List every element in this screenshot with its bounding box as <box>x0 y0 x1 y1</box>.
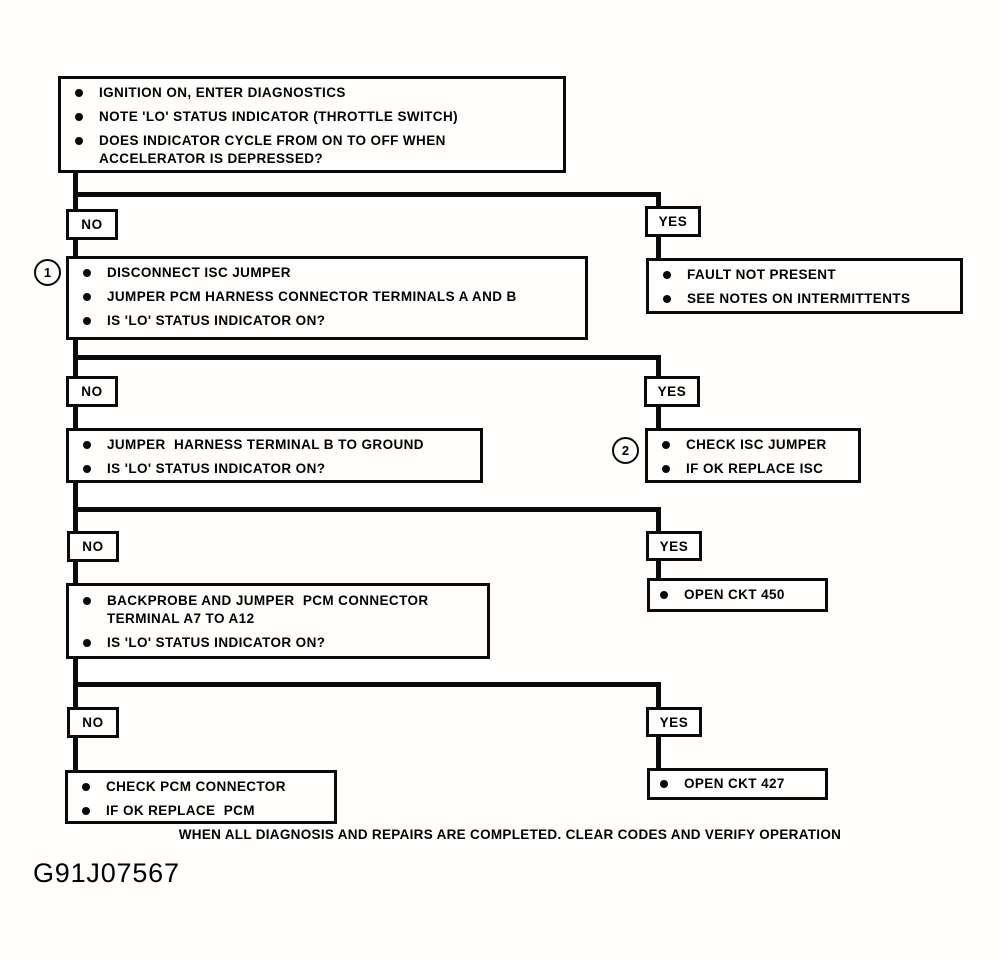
list-item: IS 'LO' STATUS INDICATOR ON? <box>69 634 481 652</box>
bullet-icon <box>75 137 83 145</box>
step-text: NOTE 'LO' STATUS INDICATOR (THROTTLE SWI… <box>99 109 458 124</box>
result-text: IF OK REPLACE PCM <box>106 803 255 818</box>
no-label-4: NO <box>67 707 119 738</box>
step-2-box: JUMPER HARNESS TERMINAL B TO GROUND IS '… <box>66 428 483 483</box>
check-isc-box: CHECK ISC JUMPER IF OK REPLACE ISC <box>645 428 861 483</box>
result-text: CHECK ISC JUMPER <box>686 437 827 452</box>
connector-line <box>656 682 661 709</box>
connector-line <box>656 507 661 533</box>
step-3-box: BACKPROBE AND JUMPER PCM CONNECTOR TERMI… <box>66 583 490 659</box>
list-item: CHECK PCM CONNECTOR <box>68 778 328 796</box>
result-text: IF OK REPLACE ISC <box>686 461 824 476</box>
connector-line <box>73 736 78 772</box>
step-text: JUMPER PCM HARNESS CONNECTOR TERMINALS A… <box>107 289 517 304</box>
result-text: SEE NOTES ON INTERMITTENTS <box>687 291 911 306</box>
fault-not-present-box: FAULT NOT PRESENT SEE NOTES ON INTERMITT… <box>646 258 963 314</box>
connector-line <box>656 735 661 770</box>
list-item: OPEN CKT 450 <box>650 586 819 604</box>
list-item: IF OK REPLACE PCM <box>68 802 328 820</box>
bullet-icon <box>83 269 91 277</box>
connector-line <box>656 405 661 430</box>
bullet-icon <box>75 89 83 97</box>
bullet-icon <box>83 317 91 325</box>
connector-line <box>656 559 661 580</box>
connector-line <box>656 192 661 208</box>
open-ckt-450-box: OPEN CKT 450 <box>647 578 828 612</box>
list-item: IF OK REPLACE ISC <box>648 460 852 478</box>
connector-line <box>73 239 78 258</box>
connector-line <box>73 171 78 211</box>
connector-line <box>73 192 661 197</box>
step-1-box: DISCONNECT ISC JUMPER JUMPER PCM HARNESS… <box>66 256 588 340</box>
connector-line <box>656 235 661 260</box>
step-text: DISCONNECT ISC JUMPER <box>107 265 291 280</box>
step-text: IS 'LO' STATUS INDICATOR ON? <box>107 635 326 650</box>
step-text: IS 'LO' STATUS INDICATOR ON? <box>107 313 326 328</box>
no-label-2: NO <box>66 376 118 407</box>
list-item: IS 'LO' STATUS INDICATOR ON? <box>69 460 474 478</box>
start-box: IGNITION ON, ENTER DIAGNOSTICS NOTE 'LO'… <box>58 76 566 173</box>
step-text: DOES INDICATOR CYCLE FROM ON TO OFF WHEN… <box>99 133 450 166</box>
no-label-3: NO <box>67 531 119 562</box>
figure-id: G91J07567 <box>33 858 180 888</box>
list-item: SEE NOTES ON INTERMITTENTS <box>649 290 954 308</box>
footer-note: WHEN ALL DIAGNOSIS AND REPAIRS ARE COMPL… <box>178 827 842 842</box>
list-item: IGNITION ON, ENTER DIAGNOSTICS <box>61 84 557 102</box>
no-label-1: NO <box>66 209 118 240</box>
bullet-icon <box>83 639 91 647</box>
yes-label-4: YES <box>646 707 702 737</box>
bullet-icon <box>82 807 90 815</box>
step-text: IS 'LO' STATUS INDICATOR ON? <box>107 461 326 476</box>
step-text: IGNITION ON, ENTER DIAGNOSTICS <box>99 85 346 100</box>
bullet-icon <box>660 780 668 788</box>
connector-line <box>73 682 661 687</box>
result-text: OPEN CKT 427 <box>684 776 785 791</box>
list-item: NOTE 'LO' STATUS INDICATOR (THROTTLE SWI… <box>61 108 557 126</box>
result-text: CHECK PCM CONNECTOR <box>106 779 286 794</box>
bullet-icon <box>663 271 671 279</box>
callout-2-marker: 2 <box>612 437 639 464</box>
list-item: IS 'LO' STATUS INDICATOR ON? <box>69 312 579 330</box>
list-item: BACKPROBE AND JUMPER PCM CONNECTOR TERMI… <box>69 592 481 628</box>
bullet-icon <box>83 465 91 473</box>
bullet-icon <box>83 293 91 301</box>
bullet-icon <box>663 295 671 303</box>
bullet-icon <box>75 113 83 121</box>
connector-line <box>73 507 661 512</box>
result-text: OPEN CKT 450 <box>684 587 785 602</box>
yes-label-3: YES <box>646 531 702 561</box>
bullet-icon <box>83 597 91 605</box>
bullet-icon <box>662 465 670 473</box>
list-item: FAULT NOT PRESENT <box>649 266 954 284</box>
yes-label-1: YES <box>645 206 701 237</box>
bullet-icon <box>83 441 91 449</box>
list-item: DISCONNECT ISC JUMPER <box>69 264 579 282</box>
bullet-icon <box>662 441 670 449</box>
check-pcm-box: CHECK PCM CONNECTOR IF OK REPLACE PCM <box>65 770 337 824</box>
connector-line <box>73 560 78 585</box>
open-ckt-427-box: OPEN CKT 427 <box>647 768 828 800</box>
yes-label-2: YES <box>644 376 700 407</box>
list-item: JUMPER HARNESS TERMINAL B TO GROUND <box>69 436 474 454</box>
connector-line <box>73 480 78 533</box>
connector-line <box>73 355 661 360</box>
list-item: CHECK ISC JUMPER <box>648 436 852 454</box>
connector-line <box>656 355 661 378</box>
step-text: BACKPROBE AND JUMPER PCM CONNECTOR TERMI… <box>107 593 433 626</box>
bullet-icon <box>660 591 668 599</box>
list-item: JUMPER PCM HARNESS CONNECTOR TERMINALS A… <box>69 288 579 306</box>
connector-line <box>73 405 78 430</box>
step-text: JUMPER HARNESS TERMINAL B TO GROUND <box>107 437 424 452</box>
bullet-icon <box>82 783 90 791</box>
callout-1-marker: 1 <box>34 259 61 286</box>
result-text: FAULT NOT PRESENT <box>687 267 837 282</box>
list-item: OPEN CKT 427 <box>650 775 819 793</box>
list-item: DOES INDICATOR CYCLE FROM ON TO OFF WHEN… <box>61 132 557 168</box>
